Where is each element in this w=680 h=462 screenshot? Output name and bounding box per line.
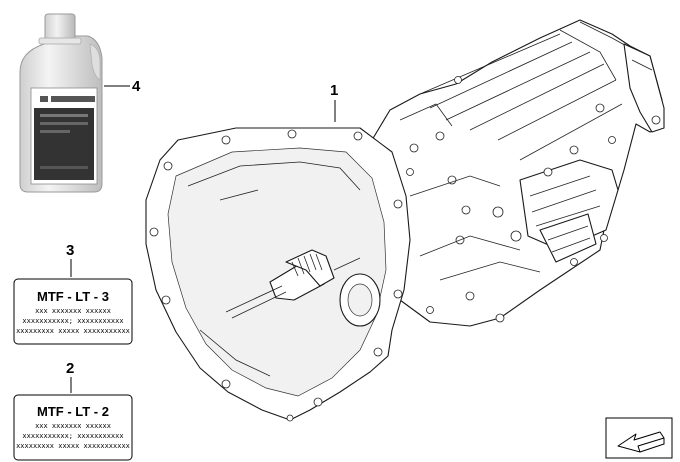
gearbox-drawing-icon[interactable] <box>145 19 665 422</box>
callout-1: 1 <box>330 82 338 99</box>
label-mtf-lt-2[interactable]: MTF - LT - 2 xxx xxxxxxx xxxxxx xxxxxxxx… <box>13 394 133 461</box>
callout-2: 2 <box>66 360 74 377</box>
label-2-line-3: xxxxxxxxx xxxxx xxxxxxxxxxx <box>16 442 130 450</box>
callout-3: 3 <box>66 242 74 259</box>
label-3-line-1: xxx xxxxxxx xxxxxx <box>35 307 111 315</box>
callout-4: 4 <box>132 78 141 95</box>
label-2-line-1: xxx xxxxxxx xxxxxx <box>35 422 111 430</box>
label-3-line-2: xxxxxxxxxxx; xxxxxxxxxxx <box>22 317 123 325</box>
oil-bottle-icon[interactable] <box>19 13 103 193</box>
label-3-line-3: xxxxxxxxx xxxxx xxxxxxxxxxx <box>16 327 130 335</box>
label-mtf-lt-3[interactable]: MTF - LT - 3 xxx xxxxxxx xxxxxx xxxxxxxx… <box>13 278 133 345</box>
label-2-line-2: xxxxxxxxxxx; xxxxxxxxxxx <box>22 432 123 440</box>
label-2-title: MTF - LT - 2 <box>37 404 109 419</box>
label-3-title: MTF - LT - 3 <box>37 289 109 304</box>
navigation-arrow-icon[interactable] <box>605 417 673 459</box>
